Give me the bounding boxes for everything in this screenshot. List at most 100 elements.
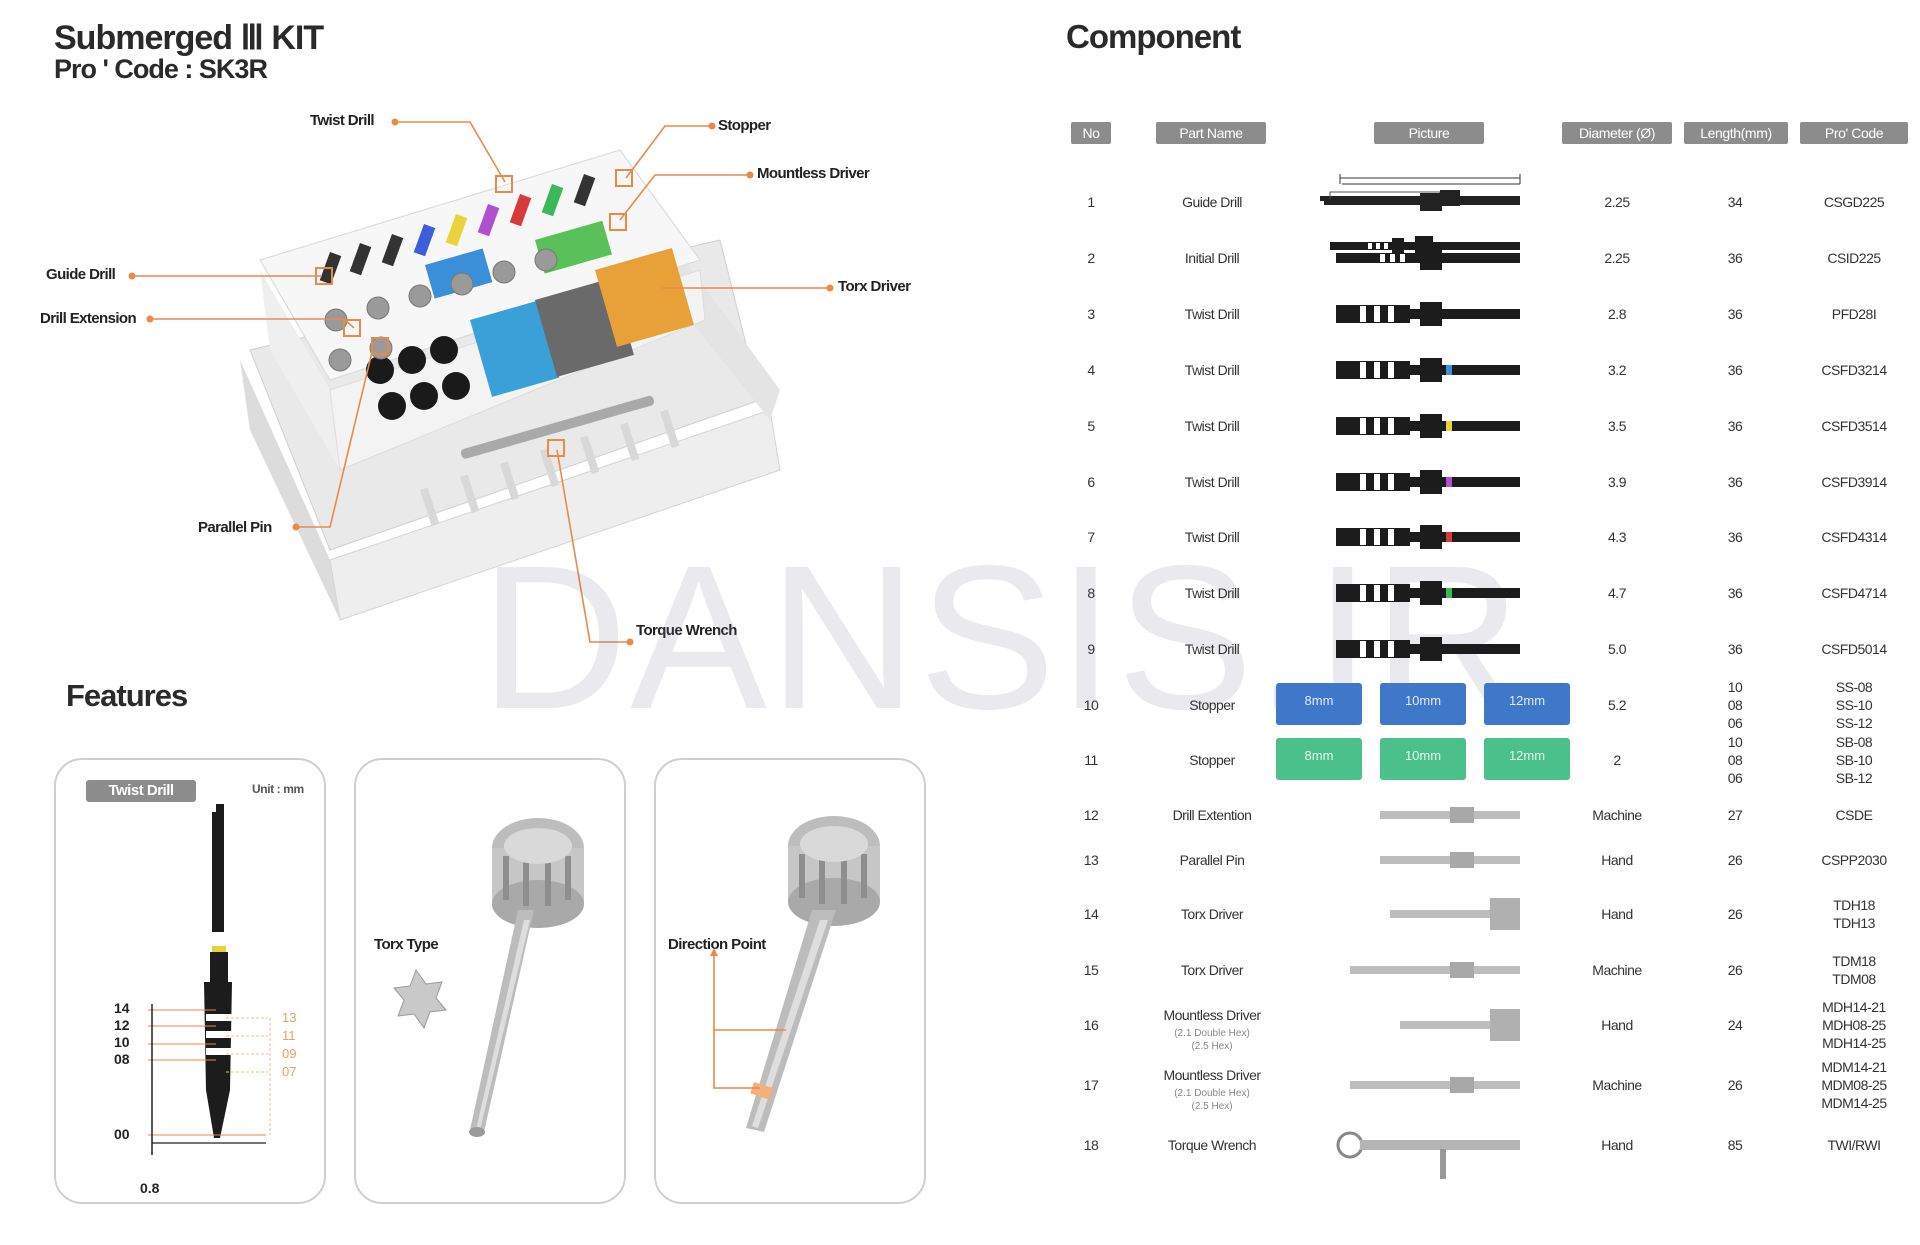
row-length: 34 bbox=[1727, 194, 1743, 210]
row-pro-code: CSFD3914 bbox=[1821, 474, 1887, 490]
row-diameter: Hand bbox=[1601, 906, 1633, 922]
twist-drill-tag: Twist Drill bbox=[86, 780, 196, 802]
row-part-name: Stopper bbox=[1189, 697, 1235, 713]
row-part-note: (2.1 Double Hex) (2.5 Hex) bbox=[1174, 1028, 1250, 1052]
row-picture bbox=[1400, 1009, 1520, 1041]
row-number: 7 bbox=[1087, 529, 1095, 545]
row-picture bbox=[1350, 1077, 1520, 1093]
row-pro-code: CSFD5014 bbox=[1821, 641, 1887, 657]
row-number: 12 bbox=[1083, 807, 1099, 823]
direction-point-label: Direction Point bbox=[668, 936, 766, 953]
unit-label: Unit : mm bbox=[252, 782, 304, 796]
row-number: 15 bbox=[1083, 962, 1099, 978]
row-number: 9 bbox=[1087, 641, 1095, 657]
row-diameter: Hand bbox=[1601, 852, 1633, 868]
row-diameter: Hand bbox=[1601, 1017, 1633, 1033]
row-length: 26 bbox=[1727, 852, 1743, 868]
row-number: 16 bbox=[1083, 1017, 1099, 1033]
callout-drill-extension: Drill Extension bbox=[40, 310, 137, 327]
kit-code: Pro ' Code : SK3R bbox=[54, 54, 268, 84]
row-pro-code: MDH14-21 MDH08-25 MDH14-25 bbox=[1822, 999, 1886, 1051]
row-diameter: Hand bbox=[1601, 1137, 1633, 1153]
row-pro-code: MDM14-21 MDM08-25 MDM14-25 bbox=[1821, 1059, 1887, 1111]
feature-card-torx: Torx Type bbox=[354, 758, 626, 1204]
row-part-name: Torque Wrench bbox=[1167, 1137, 1257, 1153]
row-part-name: Twist Drill bbox=[1184, 529, 1240, 545]
callout-dots bbox=[128, 118, 834, 646]
mark-0-8: 0.8 bbox=[140, 1180, 160, 1196]
row-pro-code: CSFD4714 bbox=[1821, 585, 1887, 601]
mark-09: 09 bbox=[282, 1046, 297, 1061]
stopper-swatch: 10mm bbox=[1380, 738, 1466, 780]
row-number: 10 bbox=[1083, 697, 1099, 713]
row-pro-code: CSPP2030 bbox=[1821, 852, 1887, 868]
row-picture bbox=[1336, 302, 1520, 326]
row-length: 36 bbox=[1727, 585, 1743, 601]
callout-parallel-pin: Parallel Pin bbox=[198, 519, 272, 536]
torx-star-icon bbox=[393, 968, 447, 1030]
row-part-name: Parallel Pin bbox=[1179, 852, 1245, 868]
row-part-name: Torx Driver bbox=[1180, 906, 1244, 922]
row-length: 24 bbox=[1727, 1017, 1743, 1033]
mark-12: 12 bbox=[114, 1017, 130, 1033]
row-length: 36 bbox=[1727, 529, 1743, 545]
row-length: 26 bbox=[1727, 1077, 1743, 1093]
row-diameter: 2 bbox=[1613, 752, 1621, 768]
row-number: 6 bbox=[1087, 474, 1095, 490]
feature-card-twist-drill: Twist Drill Unit : mm 14 bbox=[54, 758, 326, 1204]
direction-driver-illustration bbox=[710, 816, 880, 1132]
row-diameter: 2.25 bbox=[1604, 194, 1630, 210]
row-length: 10 08 06 bbox=[1727, 679, 1743, 731]
row-pro-code: TDH18 TDH13 bbox=[1833, 897, 1875, 931]
row-diameter: Machine bbox=[1592, 1077, 1642, 1093]
mark-10: 10 bbox=[114, 1034, 130, 1050]
header-no: No bbox=[1071, 122, 1111, 144]
row-part-name: Twist Drill bbox=[1184, 585, 1240, 601]
stopper-swatch: 8mm bbox=[1276, 683, 1362, 725]
mark-14: 14 bbox=[114, 1000, 130, 1016]
mark-11: 11 bbox=[282, 1028, 296, 1043]
row-part-name: Twist Drill bbox=[1184, 474, 1240, 490]
features-title: Features bbox=[66, 678, 188, 713]
row-diameter: 2.8 bbox=[1608, 306, 1626, 322]
row-diameter: Machine bbox=[1592, 962, 1642, 978]
row-diameter: Machine bbox=[1592, 807, 1642, 823]
row-diameter: 4.3 bbox=[1608, 529, 1626, 545]
row-length: 36 bbox=[1727, 418, 1743, 434]
row-diameter: 3.9 bbox=[1608, 474, 1626, 490]
row-pro-code: TDM18 TDM08 bbox=[1832, 953, 1876, 987]
row-pro-code: CSFD4314 bbox=[1821, 529, 1887, 545]
torx-driver-illustration bbox=[393, 818, 584, 1137]
row-length: 36 bbox=[1727, 362, 1743, 378]
row-part-name: Initial Drill bbox=[1184, 250, 1240, 266]
row-number: 17 bbox=[1083, 1077, 1099, 1093]
stopper-swatch: 10mm bbox=[1380, 683, 1466, 725]
row-picture bbox=[1336, 581, 1520, 605]
row-length: 26 bbox=[1727, 906, 1743, 922]
row-part-name: Twist Drill bbox=[1184, 418, 1240, 434]
row-picture bbox=[1390, 898, 1520, 930]
stopper-swatch: 8mm bbox=[1276, 738, 1362, 780]
kit-title: Submerged Ⅲ KIT bbox=[54, 19, 324, 57]
row-diameter: 3.5 bbox=[1608, 418, 1626, 434]
row-part-name: Mountless Driver bbox=[1163, 1007, 1261, 1023]
row-length: 36 bbox=[1727, 641, 1743, 657]
row-number: 18 bbox=[1083, 1137, 1099, 1153]
row-number: 1 bbox=[1087, 194, 1095, 210]
row-part-name: Twist Drill bbox=[1184, 362, 1240, 378]
row-number: 2 bbox=[1087, 250, 1095, 266]
row-diameter: 2.25 bbox=[1604, 250, 1630, 266]
row-picture bbox=[1350, 962, 1520, 978]
row-picture bbox=[1380, 852, 1520, 868]
stopper-swatch: 12mm bbox=[1484, 738, 1570, 780]
callout-mountless-driver: Mountless Driver bbox=[757, 165, 870, 182]
row-number: 5 bbox=[1087, 418, 1095, 434]
row-length: 27 bbox=[1727, 807, 1743, 823]
component-title: Component bbox=[1066, 18, 1241, 55]
header-length: Length(mm) bbox=[1684, 122, 1788, 144]
callout-stopper: Stopper bbox=[718, 117, 771, 134]
row-part-name: Guide Drill bbox=[1182, 194, 1242, 210]
row-number: 13 bbox=[1083, 852, 1099, 868]
callout-markers bbox=[315, 169, 633, 457]
kit-illustration bbox=[128, 118, 834, 646]
